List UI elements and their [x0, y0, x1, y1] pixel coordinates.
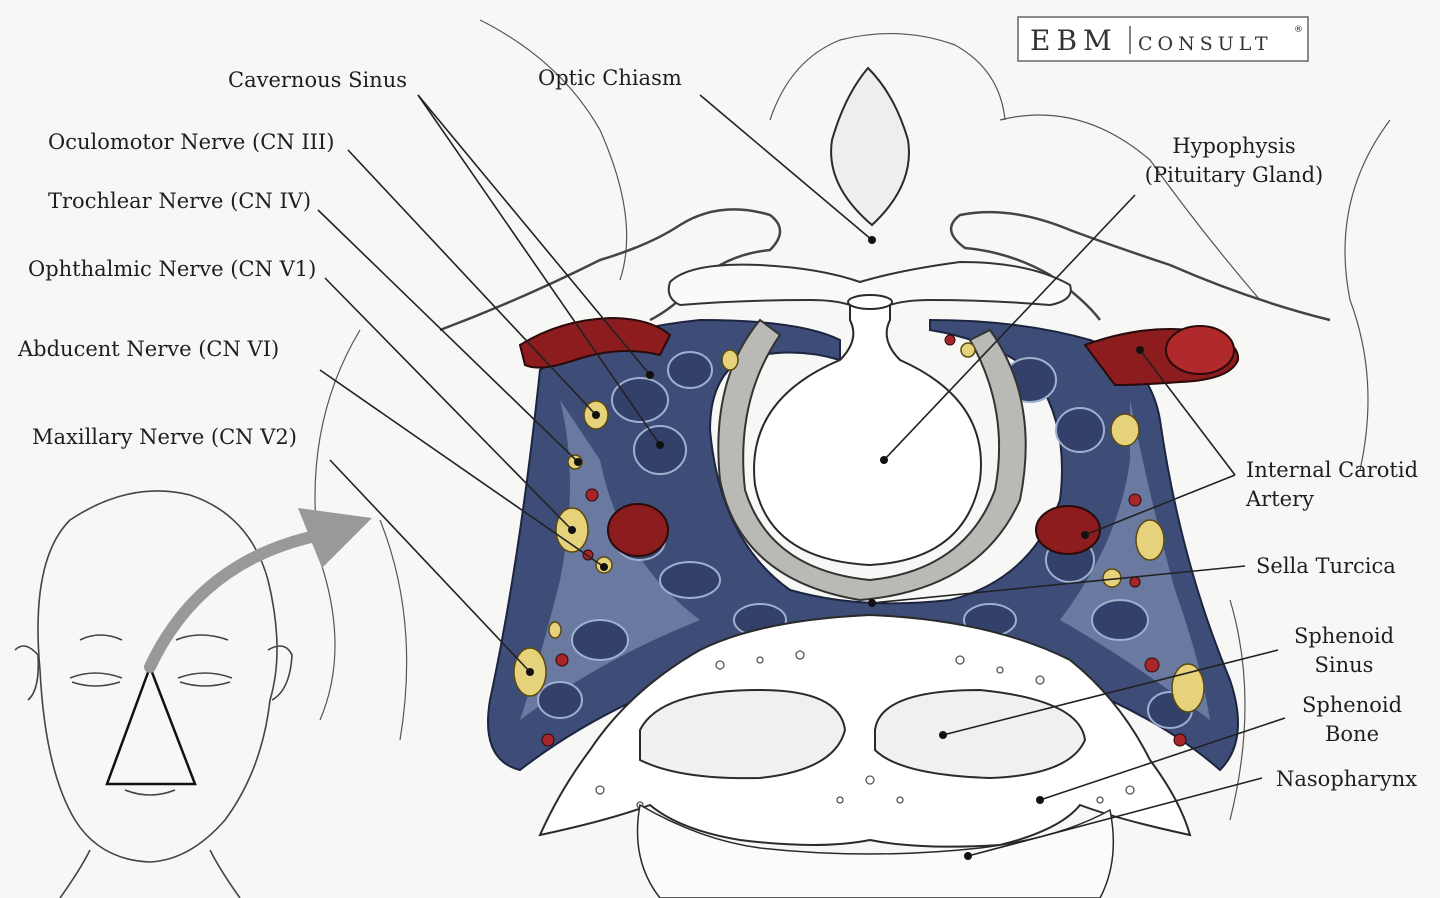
pointer-arrow	[144, 529, 326, 673]
pointer-arrowhead	[298, 508, 372, 568]
labels: Cavernous Sinus Optic Chiasm Oculomotor …	[17, 66, 1418, 791]
sphenoid-sinus-left	[639, 688, 847, 780]
label-pituitary-gland: (Pituitary Gland)	[1145, 163, 1323, 187]
leader-lines	[317, 94, 1286, 860]
label-sphenoid-sinus-1: Sphenoid	[1294, 624, 1394, 648]
logo-registered-mark: ®	[1294, 25, 1303, 35]
label-trochlear-nerve: Trochlear Nerve (CN IV)	[48, 189, 311, 213]
face-triangle	[105, 663, 197, 786]
optic-chiasm-shape	[830, 66, 910, 227]
logo-primary: EBM	[1030, 24, 1118, 57]
label-nasopharynx: Nasopharynx	[1276, 767, 1417, 791]
label-artery: Artery	[1245, 487, 1314, 511]
label-hypophysis: Hypophysis	[1172, 134, 1295, 158]
label-internal-carotid: Internal Carotid	[1246, 458, 1418, 482]
label-abducent-nerve: Abducent Nerve (CN VI)	[17, 337, 279, 361]
label-cavernous-sinus: Cavernous Sinus	[228, 68, 407, 92]
label-sella-turcica: Sella Turcica	[1256, 554, 1396, 578]
hypophysis-shape	[753, 299, 982, 567]
dural-folds	[439, 208, 1331, 332]
internal-carotid-arteries	[518, 316, 1240, 557]
bone-pores	[595, 650, 1135, 809]
label-ophthalmic-nerve: Ophthalmic Nerve (CN V1)	[28, 257, 316, 281]
cavernous-sinus-wash-right	[1060, 400, 1210, 720]
label-oculomotor-nerve: Oculomotor Nerve (CN III)	[48, 130, 334, 154]
sella-turcica-shape	[717, 318, 1027, 602]
face-illustration	[14, 490, 293, 898]
small-vessels	[541, 334, 1187, 747]
label-sphenoid-bone-2: Bone	[1325, 722, 1379, 746]
background-sketch	[314, 19, 1391, 821]
label-sphenoid-bone-1: Sphenoid	[1302, 693, 1402, 717]
logo-secondary: CONSULT	[1138, 33, 1273, 55]
ebm-consult-logo: EBM CONSULT ®	[1017, 16, 1309, 62]
label-sphenoid-sinus-2: Sinus	[1315, 653, 1374, 677]
label-maxillary-nerve: Maxillary Nerve (CN V2)	[32, 425, 297, 449]
label-optic-chiasm: Optic Chiasm	[538, 66, 682, 90]
pituitary-stalk-top	[847, 294, 893, 310]
sphenoid-bone-shape	[538, 613, 1192, 848]
